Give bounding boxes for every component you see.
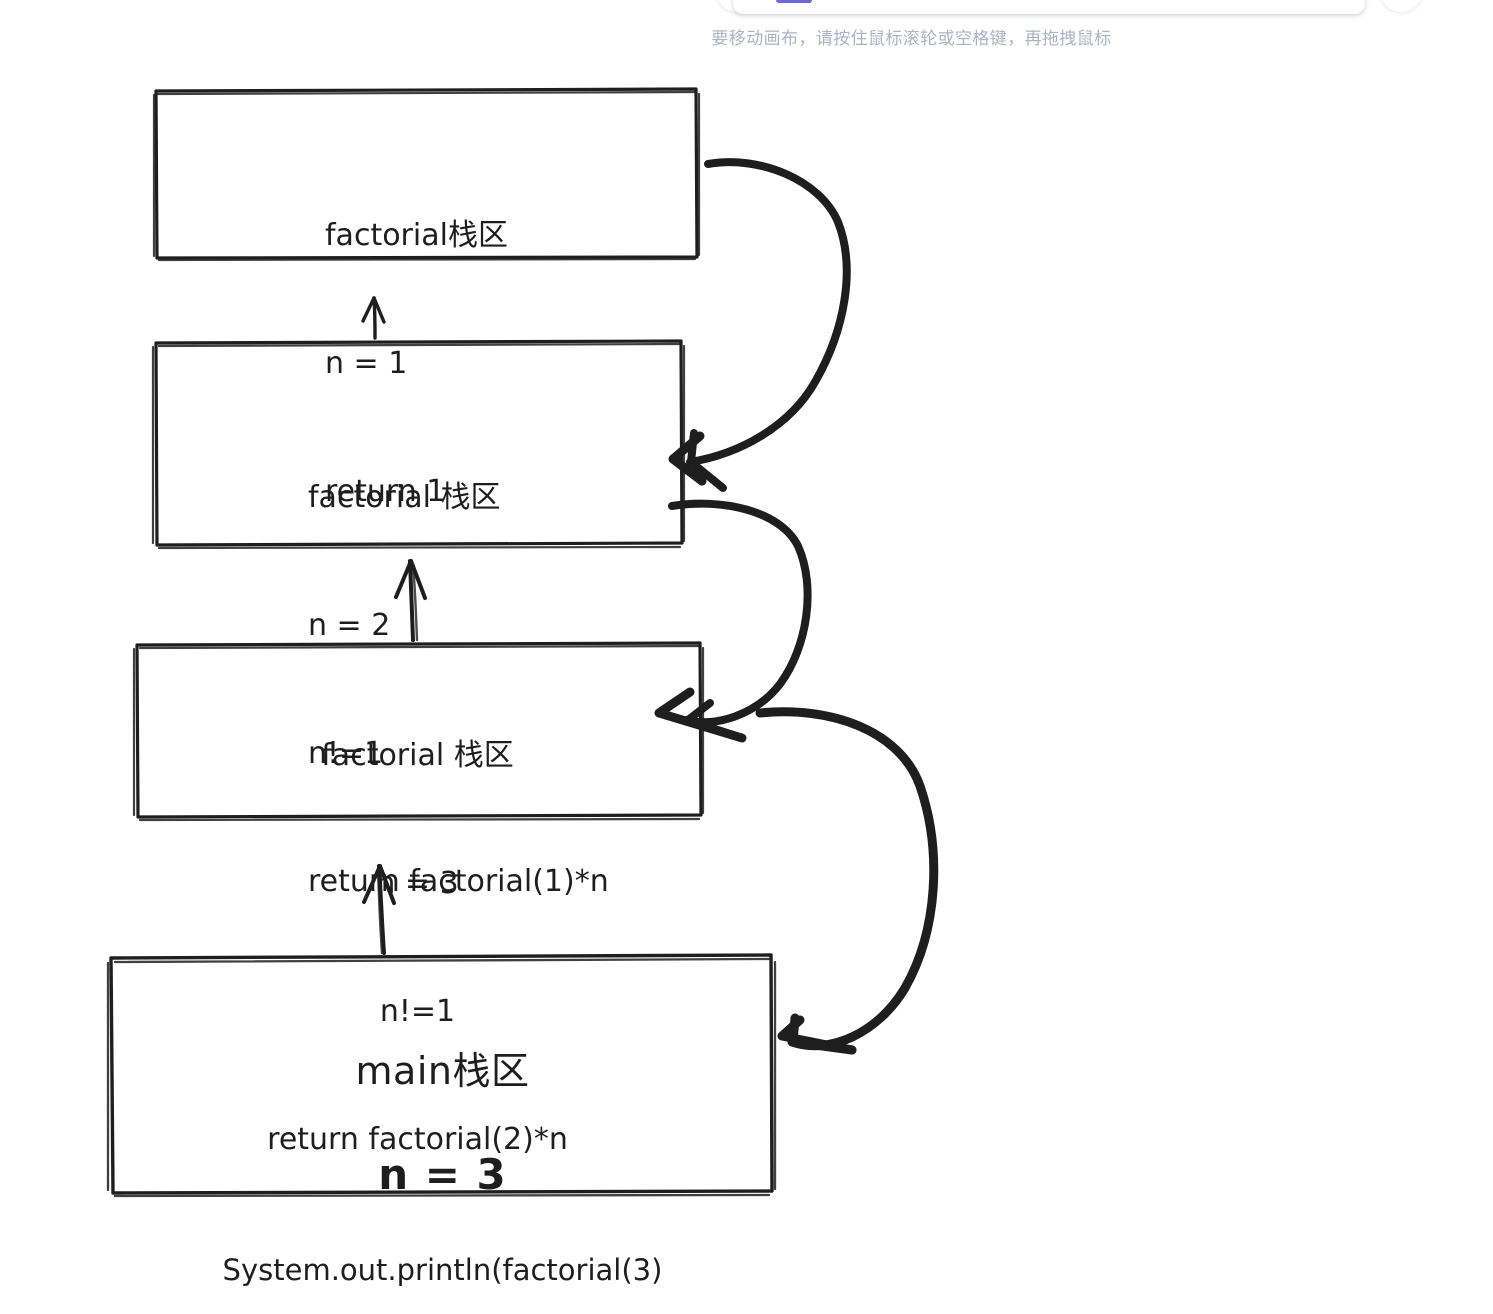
frame1-line-return: return 1: [325, 473, 446, 509]
frame-rect-factorial-n2[interactable]: [151, 339, 686, 550]
toolbar-right-round-button[interactable]: [1380, 0, 1422, 12]
arrow-return-n1-to-n2[interactable]: [668, 158, 851, 492]
main-line-n: n = 3: [378, 1149, 507, 1199]
frame3-line-n: n = 3: [376, 865, 459, 901]
main-line-code: System.out.println(factorial(3): [222, 1252, 663, 1287]
frame2-line-n: n = 2: [308, 607, 391, 643]
arrow-call-n2-to-n1[interactable]: [361, 296, 386, 340]
arrow-return-n3-to-main[interactable]: [755, 707, 939, 1055]
excalidraw-canvas[interactable]: [0, 0, 1493, 1228]
frame3-line-cond: n!=1: [379, 993, 456, 1029]
frame3-line-return: return factorial(2)*n: [267, 1121, 568, 1157]
frame2-line-return: return factorial(1)*n: [308, 863, 609, 899]
frame2-line-cond: n!=1: [308, 735, 384, 771]
main-line-title: main栈区: [355, 1049, 530, 1094]
arrow-return-n2-to-n3[interactable]: [654, 499, 812, 743]
frame-text-factorial-n3: factorial 栈区 n = 3 n!=1 return factorial…: [150, 650, 685, 1204]
frame-text-factorial-n2: factorial 栈区 n = 2 n!=1 return factorial…: [308, 392, 609, 946]
arrow-call-n3-to-n2[interactable]: [394, 559, 427, 642]
canvas-pan-hint: 要移动画布，请按住鼠标滚轮或空格键，再拖拽鼠标: [711, 29, 1112, 48]
frame3-line-title: factorial 栈区: [321, 738, 514, 774]
active-tool-indicator[interactable]: [776, 0, 812, 3]
frame-rect-factorial-n1[interactable]: [152, 87, 701, 262]
frame-rect-main[interactable]: [106, 953, 777, 1198]
frame2-line-title: factorial 栈区: [308, 480, 501, 516]
frame1-line-title: factorial栈区: [325, 218, 508, 254]
frame-text-factorial-n1: factorial栈区 n = 1 return 1: [325, 130, 508, 556]
toolbar-island[interactable]: [733, 0, 1365, 14]
frame1-line-n: n = 1: [325, 345, 408, 381]
frame-text-main: main栈区 n = 3 System.out.println(factoria…: [120, 1000, 765, 1314]
arrow-call-main-to-n3[interactable]: [362, 864, 396, 955]
